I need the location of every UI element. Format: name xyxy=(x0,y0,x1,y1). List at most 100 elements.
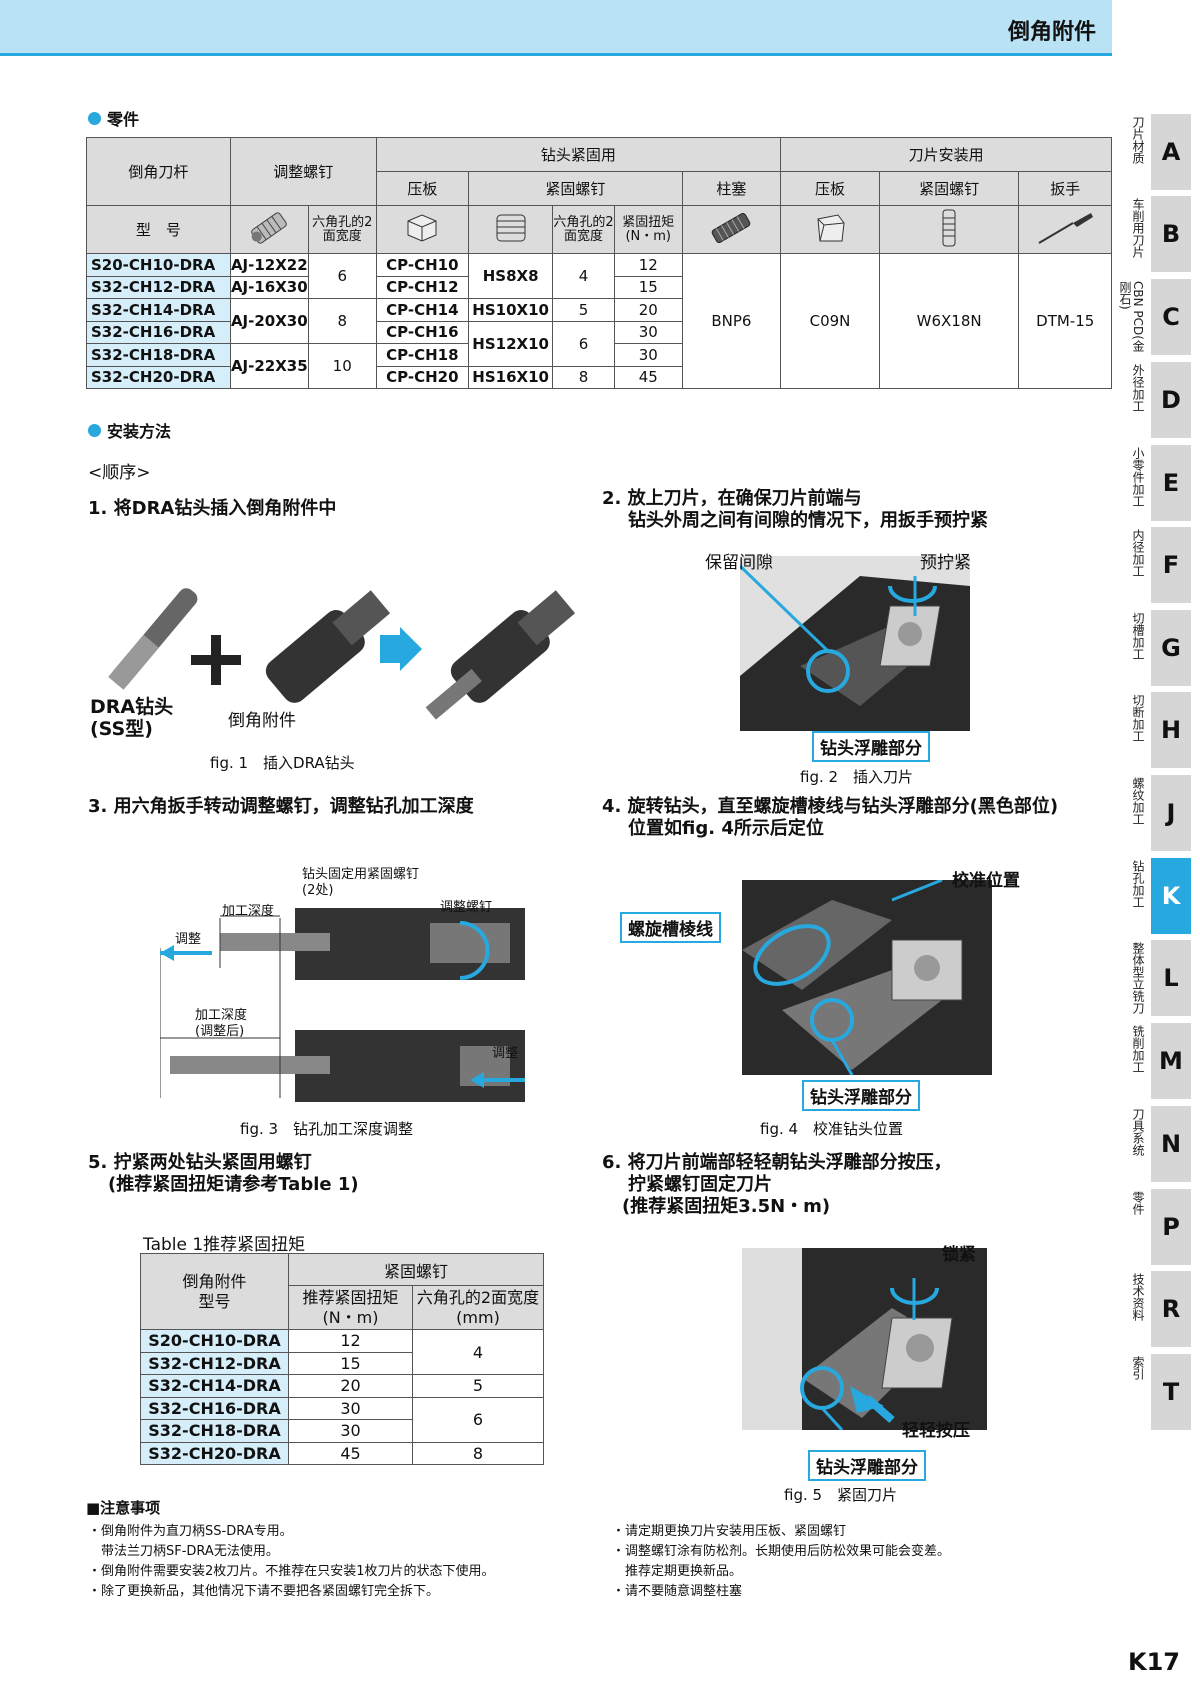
label-chamfer-attachment: 倒角附件 xyxy=(228,711,296,731)
screw-cell: HS10X10 xyxy=(468,298,554,322)
chapter-tab-h[interactable]: H xyxy=(1151,692,1191,768)
plate-cell: CP-CH20 xyxy=(375,365,470,389)
col-torque: 紧固扭矩(N・m) xyxy=(613,205,683,254)
chapter-tab-m[interactable]: M xyxy=(1151,1023,1191,1099)
hex-cell: 6 xyxy=(307,253,377,299)
hex2-cell: 6 xyxy=(552,320,615,367)
hex2-cell: 8 xyxy=(552,365,615,389)
model-cell: S32-CH16-DRA xyxy=(86,320,231,344)
step-4-line2: 位置如fig. 4所示后定位 xyxy=(628,818,824,839)
torque-cell: 45 xyxy=(613,365,683,389)
col-model: 型 号 xyxy=(86,205,231,254)
plate-cell: CP-CH18 xyxy=(375,343,470,367)
chapter-tab-e[interactable]: E xyxy=(1151,445,1191,521)
chapter-tab-c[interactable]: C xyxy=(1151,279,1191,355)
torque-cell: 30 xyxy=(613,343,683,367)
table1-hex-cell: 4 xyxy=(412,1329,544,1375)
install-section-heading: 安装方法 xyxy=(88,418,171,442)
label-dra-drill: DRA钻头 xyxy=(90,696,174,718)
hex2-cell: 4 xyxy=(552,253,615,299)
chapter-tab-f[interactable]: F xyxy=(1151,527,1191,603)
bullet-icon xyxy=(88,423,101,437)
plunger-cell: BNP6 xyxy=(681,253,782,389)
table1-model-cell: S32-CH16-DRA xyxy=(140,1396,289,1420)
chapter-tab-label: 小零件加工 xyxy=(1131,447,1145,507)
label-ss-type: (SS型) xyxy=(90,718,153,740)
note-item: ・除了更换新品，其他情况下请不要把各紧固螺钉完全拆下。 xyxy=(88,1584,440,1599)
table1-caption: Table 1推荐紧固扭矩 xyxy=(143,1235,306,1255)
table1-torque-cell: 12 xyxy=(288,1329,413,1353)
step-3: 3. 用六角扳手转动调整螺钉，调整钻孔加工深度 xyxy=(88,796,474,817)
label-fixing-screw-count: (2处) xyxy=(302,883,334,898)
table1-torque-cell: 15 xyxy=(288,1351,413,1375)
torque-cell: 30 xyxy=(613,320,683,344)
fig4-illustration xyxy=(742,880,992,1075)
hex-cell: 10 xyxy=(307,343,377,389)
chapter-tab-b[interactable]: B xyxy=(1151,196,1191,272)
parts-section-heading: 零件 xyxy=(88,106,139,130)
chapter-tab-a[interactable]: A xyxy=(1151,114,1191,190)
step-5-line2: (推荐紧固扭矩请参考Table 1) xyxy=(108,1174,359,1195)
chapter-tab-l[interactable]: L xyxy=(1151,940,1191,1016)
chapter-tab-p[interactable]: P xyxy=(1151,1189,1191,1265)
fig5-illustration xyxy=(742,1248,987,1430)
chapter-tab-k[interactable]: K xyxy=(1151,858,1191,934)
label-pre-tighten: 预拧紧 xyxy=(920,553,971,573)
col-plate: 压板 xyxy=(375,171,470,206)
chapter-tab-j[interactable]: J xyxy=(1151,775,1191,851)
table1-model-cell: S32-CH18-DRA xyxy=(140,1419,289,1443)
note-item: 推荐定期更换新品。 xyxy=(612,1564,743,1579)
order-label: <顺序> xyxy=(88,463,151,483)
wrench-icon xyxy=(1018,205,1112,254)
screw2-cell: W6X18N xyxy=(878,253,1020,389)
table1-torque-cell: 45 xyxy=(288,1441,413,1465)
hex-cell: 8 xyxy=(307,298,377,344)
table1-col-model: 倒角附件型号 xyxy=(140,1253,289,1330)
col-hex: 六角孔的2面宽度 xyxy=(307,205,377,254)
table1-hex-cell: 5 xyxy=(412,1374,544,1398)
adjust-cell: AJ-16X30 xyxy=(229,275,309,299)
page-number: K17 xyxy=(1128,1648,1180,1676)
table1-model-cell: S20-CH10-DRA xyxy=(140,1329,289,1353)
chapter-tab-label: CBN PCD(金刚石) xyxy=(1118,281,1145,352)
chapter-tab-r[interactable]: R xyxy=(1151,1271,1191,1347)
table1-model-cell: S32-CH20-DRA xyxy=(140,1441,289,1465)
col-drill-group: 钻头紧固用 xyxy=(375,137,782,172)
table1-hex-cell: 6 xyxy=(412,1396,544,1443)
step-2-line1: 2. 放上刀片，在确保刀片前端与 xyxy=(602,488,862,509)
col-plunger: 柱塞 xyxy=(681,171,782,206)
fig5-caption: fig. 5 紧固刀片 xyxy=(784,1486,898,1504)
hex-screw-icon xyxy=(468,205,554,254)
label-drill-relief: 钻头浮雕部分 xyxy=(812,731,930,762)
plate2-icon xyxy=(780,205,880,254)
col-screw2: 紧固螺钉 xyxy=(878,171,1020,206)
label-depth-after-note: (调整后) xyxy=(195,1024,245,1039)
col-hex2: 六角孔的2面宽度 xyxy=(552,205,615,254)
page-title: 倒角附件 xyxy=(1007,20,1096,45)
note-item: ・倒角附件需要安装2枚刀片。不推荐在只安装1枚刀片的状态下使用。 xyxy=(88,1564,495,1579)
chapter-tab-d[interactable]: D xyxy=(1151,362,1191,438)
chapter-tab-t[interactable]: T xyxy=(1151,1354,1191,1430)
fig1-illustration xyxy=(108,588,576,720)
screw-cell: HS16X10 xyxy=(468,365,554,389)
chapter-tab-label: 刀片材质 xyxy=(1131,116,1145,164)
adjust-cell: AJ-20X30 xyxy=(229,298,309,344)
page-header: 倒角附件 xyxy=(0,0,1112,56)
table1-model-cell: S32-CH14-DRA xyxy=(140,1374,289,1398)
torque-cell: 15 xyxy=(613,275,683,299)
model-cell: S32-CH18-DRA xyxy=(86,343,231,367)
chapter-tab-n[interactable]: N xyxy=(1151,1106,1191,1182)
model-cell: S32-CH14-DRA xyxy=(86,298,231,322)
note-item: 带法兰刀柄SF-DRA无法使用。 xyxy=(88,1544,279,1559)
col-screw: 紧固螺钉 xyxy=(468,171,683,206)
label-adjust-2: 调整 xyxy=(492,1046,519,1061)
label-depth-after: 加工深度 xyxy=(195,1008,248,1023)
label-drill-relief-3: 钻头浮雕部分 xyxy=(808,1450,926,1481)
chapter-tab-label: 整体型立铣刀 xyxy=(1131,942,1145,1014)
chapter-tab-label: 钻孔加工 xyxy=(1131,860,1145,908)
col-holder: 倒角刀杆 xyxy=(86,137,231,206)
adjust-cell: AJ-22X35 xyxy=(229,343,309,389)
chapter-tab-g[interactable]: G xyxy=(1151,610,1191,686)
table1-col-model-l2: 型号 xyxy=(198,1291,231,1311)
fig3-illustration xyxy=(160,908,525,1102)
